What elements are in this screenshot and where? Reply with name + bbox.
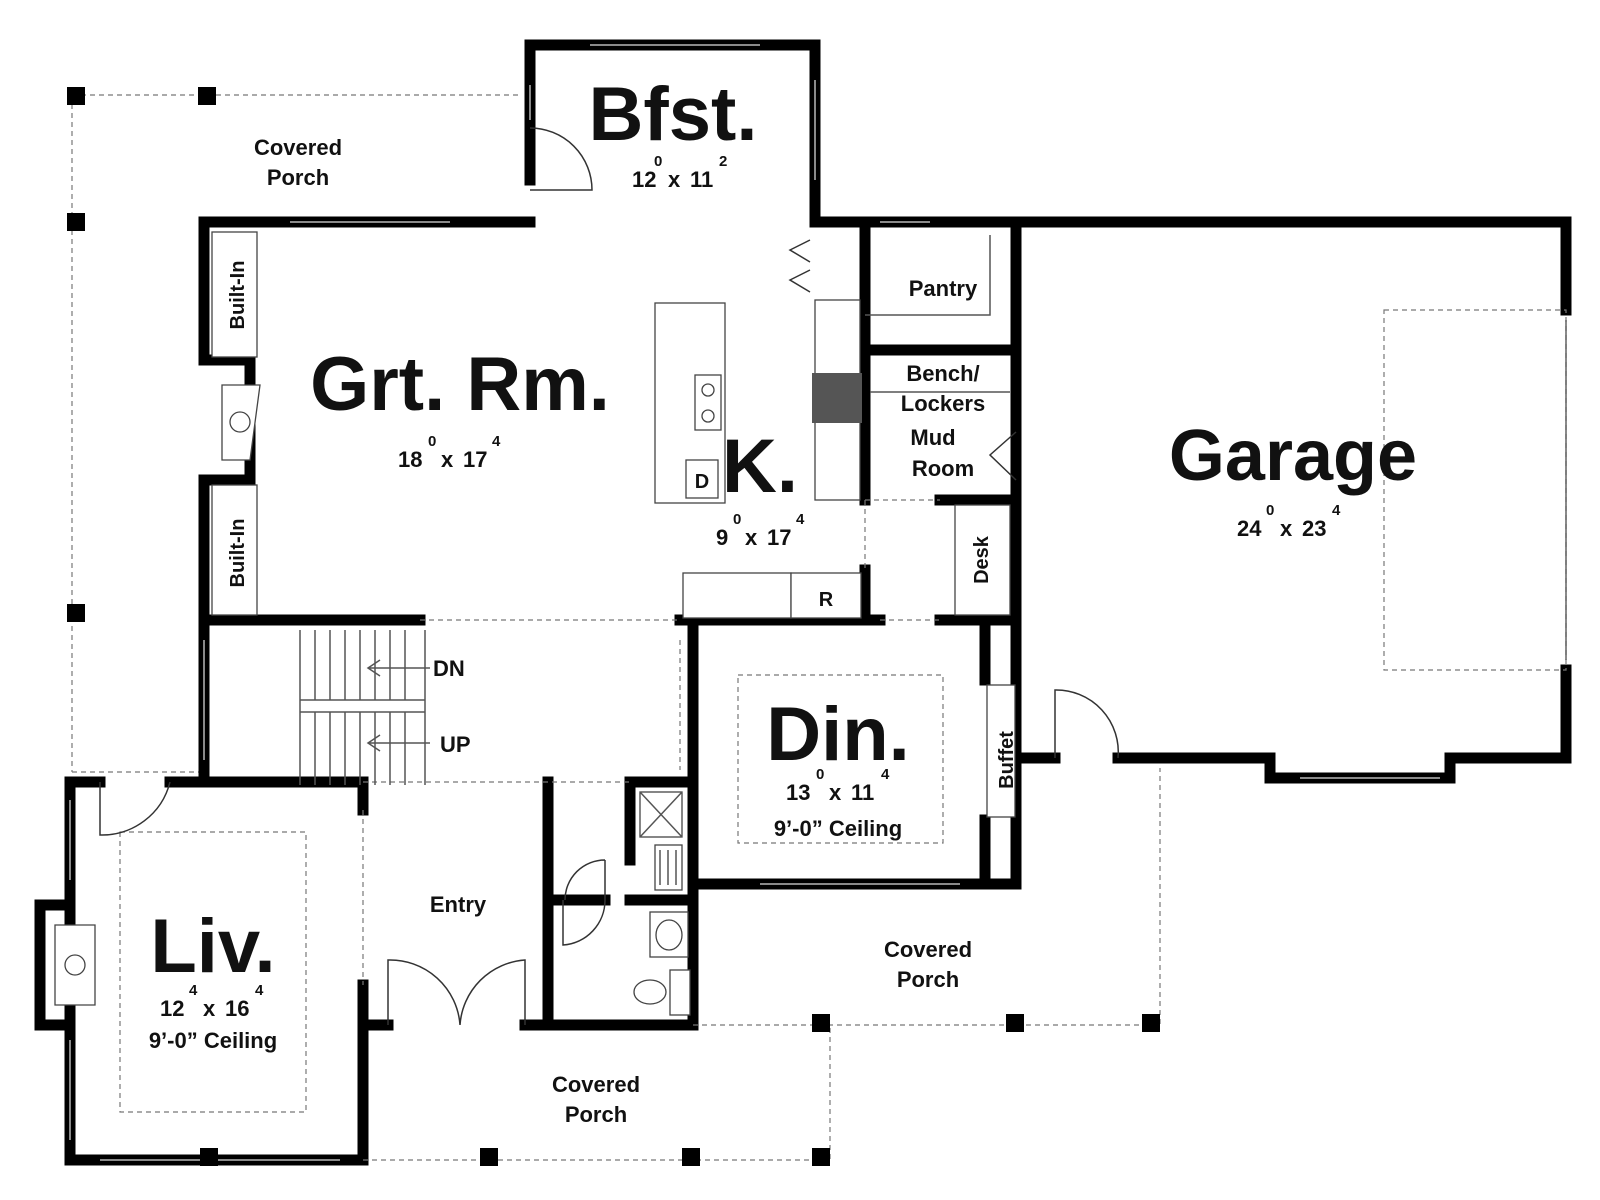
room-dim-w: 9 [716, 525, 728, 550]
room-dim-wsup: 0 [1266, 502, 1274, 519]
room-dim-hsup: 4 [796, 511, 805, 528]
room-dim-hsup: 4 [881, 766, 890, 783]
fixtures [54, 231, 1016, 1016]
dim-x: x [668, 167, 681, 192]
room-name-din: Din. [766, 692, 910, 777]
buffet-label: Buffet [996, 731, 1018, 789]
minor-labels: Covered Porch Pantry Bench/ Lockers Mud … [227, 135, 1018, 1127]
porch-s-label-2: Porch [565, 1102, 627, 1127]
interior-walls [198, 224, 1022, 1031]
room-dim-h: 17 [463, 447, 487, 472]
porch-s-label-1: Covered [552, 1072, 640, 1097]
room-name-bfst: Bfst. [589, 72, 758, 157]
room-garage: Garage 24 0 x 23 4 [1169, 416, 1417, 541]
room-dim-h: 17 [767, 525, 791, 550]
porch-se-label-2: Porch [897, 967, 959, 992]
dim-x: x [203, 996, 216, 1021]
stairs [299, 630, 430, 785]
porch-nw-label-1: Covered [254, 135, 342, 160]
room-kit: K. 9 0 x 17 4 [716, 424, 805, 550]
dim-x: x [1280, 516, 1293, 541]
room-dim-w: 12 [160, 996, 184, 1021]
room-dim-wsup: 4 [189, 982, 198, 999]
room-ceiling: 9’-0” Ceiling [774, 816, 902, 841]
room-dim-w: 18 [398, 447, 422, 472]
room-dim-w: 12 [632, 167, 656, 192]
room-name-liv: Liv. [150, 904, 275, 989]
room-dim-h: 11 [851, 780, 874, 805]
porch-se-label-1: Covered [884, 937, 972, 962]
porch-posts [200, 1014, 1160, 1166]
builtin-label-bottom: Built-In [227, 519, 249, 588]
room-name-grt: Grt. Rm. [310, 342, 610, 427]
room-dim-w: 13 [786, 780, 810, 805]
room-dim-w: 24 [1237, 516, 1262, 541]
mud-label-1: Mud [910, 425, 955, 450]
refrigerator-label: R [819, 589, 834, 611]
doors [99, 127, 1120, 1026]
porch-nw-outline [67, 87, 520, 773]
room-dim-wsup: 0 [654, 153, 662, 170]
stairs-up-label: UP [440, 732, 471, 757]
room-dim-h: 11 [690, 167, 713, 192]
room-name-garage: Garage [1169, 416, 1417, 496]
dim-x: x [441, 447, 454, 472]
porch-nw-label-2: Porch [267, 165, 329, 190]
room-bfst: Bfst. 12 0 x 11 2 [589, 72, 758, 192]
pantry-label: Pantry [909, 276, 978, 301]
stairs-dn-label: DN [433, 656, 465, 681]
entry-label: Entry [430, 892, 487, 917]
mud-label-2: Room [912, 456, 974, 481]
room-dim-wsup: 0 [816, 766, 824, 783]
room-ceiling: 9’-0” Ceiling [149, 1028, 277, 1053]
room-dim-h: 16 [225, 996, 249, 1021]
room-dim-wsup: 0 [428, 433, 436, 450]
room-dim-hsup: 2 [719, 153, 727, 170]
room-dim-wsup: 0 [733, 511, 741, 528]
room-liv: Liv. 12 4 x 16 4 9’-0” Ceiling [149, 904, 277, 1053]
room-din: Din. 13 0 x 11 4 9’-0” Ceiling [766, 692, 910, 841]
room-dim-h: 23 [1302, 516, 1326, 541]
bench-label-1: Bench/ [906, 361, 979, 386]
desk-label: Desk [971, 535, 993, 584]
room-dim-hsup: 4 [1332, 502, 1341, 519]
room-name-kit: K. [722, 424, 798, 509]
dashed-lines [119, 309, 1567, 1161]
dim-x: x [745, 525, 758, 550]
dishwasher-label: D [695, 471, 709, 493]
bench-label-2: Lockers [901, 391, 985, 416]
room-grt: Grt. Rm. 18 0 x 17 4 [310, 342, 610, 472]
builtin-label-top: Built-In [227, 261, 249, 330]
room-dim-hsup: 4 [255, 982, 264, 999]
dim-x: x [829, 780, 842, 805]
room-dim-hsup: 4 [492, 433, 501, 450]
